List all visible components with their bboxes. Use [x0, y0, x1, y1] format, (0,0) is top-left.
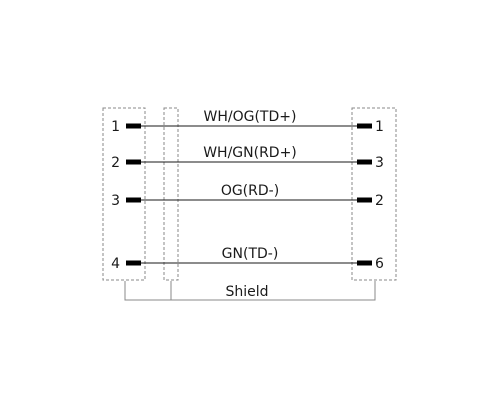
left-connector-housing [102, 107, 146, 281]
wire-label: GN(TD-) [222, 246, 279, 262]
left-pin-number: 4 [111, 256, 120, 272]
right-pin-number: 1 [375, 119, 384, 135]
right-pin-contact [357, 123, 372, 129]
wire-label: OG(RD-) [221, 183, 279, 199]
right-pin-number: 3 [375, 155, 384, 171]
left-pin-contact [126, 197, 141, 203]
shield-drain-line [124, 281, 376, 301]
wire-label: WH/OG(TD+) [204, 109, 297, 125]
right-connector-housing [351, 107, 397, 281]
left-pin-contact [126, 159, 141, 165]
wire-label: WH/GN(RD+) [203, 145, 297, 161]
right-pin-number: 2 [375, 193, 384, 209]
left-pin-contact [126, 123, 141, 129]
left-pin-contact [126, 260, 141, 266]
left-pin-number: 2 [111, 155, 120, 171]
right-pin-contact [357, 159, 372, 165]
shield-label: Shield [225, 284, 268, 300]
right-pin-number: 6 [375, 256, 384, 272]
right-pin-contact [357, 197, 372, 203]
left-pin-number: 3 [111, 193, 120, 209]
right-pin-contact [357, 260, 372, 266]
cable-shield-sleeve [163, 107, 179, 281]
left-pin-number: 1 [111, 119, 120, 135]
